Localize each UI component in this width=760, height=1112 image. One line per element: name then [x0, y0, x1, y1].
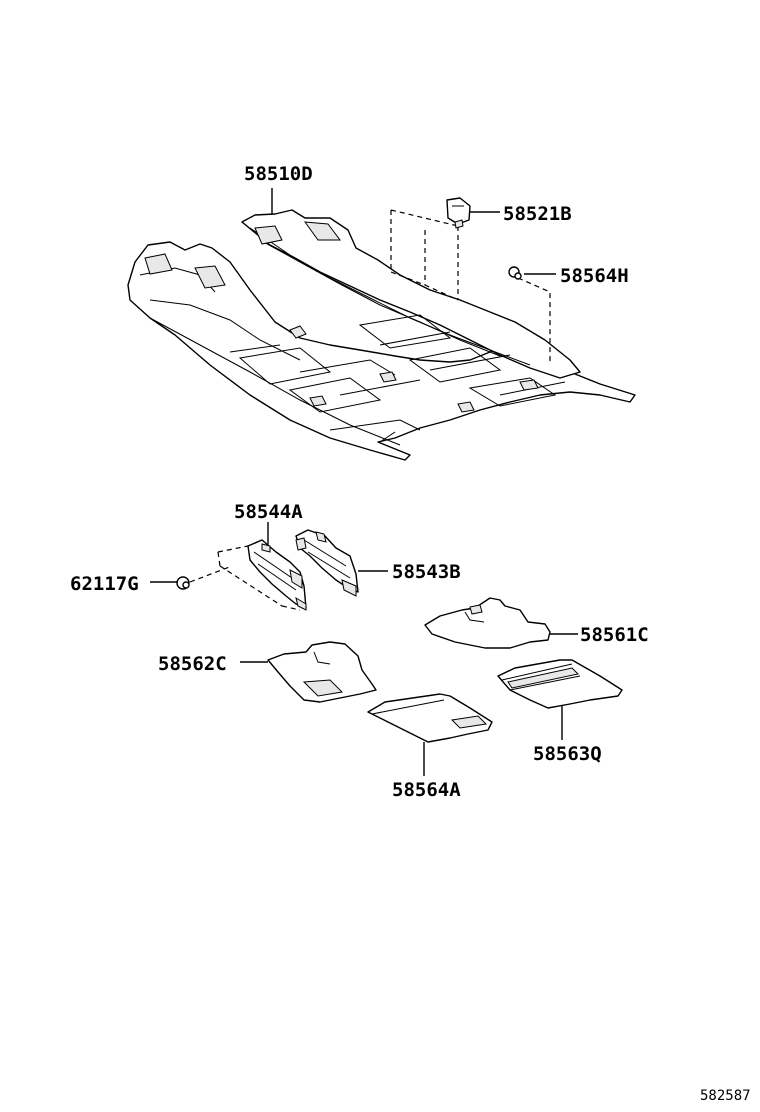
floor-mat-58562c[interactable]	[267, 641, 377, 703]
part-label-58544a[interactable]: 58544A	[234, 501, 303, 523]
clip-58521b[interactable]	[446, 197, 471, 229]
fastener-58564h[interactable]	[508, 266, 522, 280]
part-label-58561c[interactable]: 58561C	[580, 624, 649, 646]
leader-lines	[150, 188, 578, 776]
part-label-58564h[interactable]: 58564H	[560, 265, 629, 287]
part-label-58543b[interactable]: 58543B	[392, 561, 461, 583]
part-label-58563q[interactable]: 58563Q	[533, 743, 602, 765]
part-label-58521b[interactable]: 58521B	[503, 203, 572, 225]
floor-mat-58564a[interactable]	[367, 693, 493, 743]
floor-mat-58561c[interactable]	[424, 597, 551, 649]
floor-carpet-assembly[interactable]	[127, 209, 636, 461]
part-label-58564a[interactable]: 58564A	[392, 779, 461, 801]
part-label-58510d[interactable]: 58510D	[244, 163, 313, 185]
part-label-58562c[interactable]: 58562C	[158, 653, 227, 675]
guide-dashes-58564h	[517, 277, 551, 362]
floor-mat-58563q[interactable]	[497, 659, 623, 709]
scuff-plate-58543b[interactable]	[295, 529, 359, 597]
scuff-plate-58544a[interactable]	[247, 539, 307, 611]
diagram-reference-code: 582587	[700, 1088, 751, 1104]
guide-dashes-58521b	[390, 209, 459, 301]
guide-dashes-62117g	[189, 545, 301, 611]
clip-62117g[interactable]	[176, 576, 190, 590]
part-label-62117g[interactable]: 62117G	[70, 573, 139, 595]
